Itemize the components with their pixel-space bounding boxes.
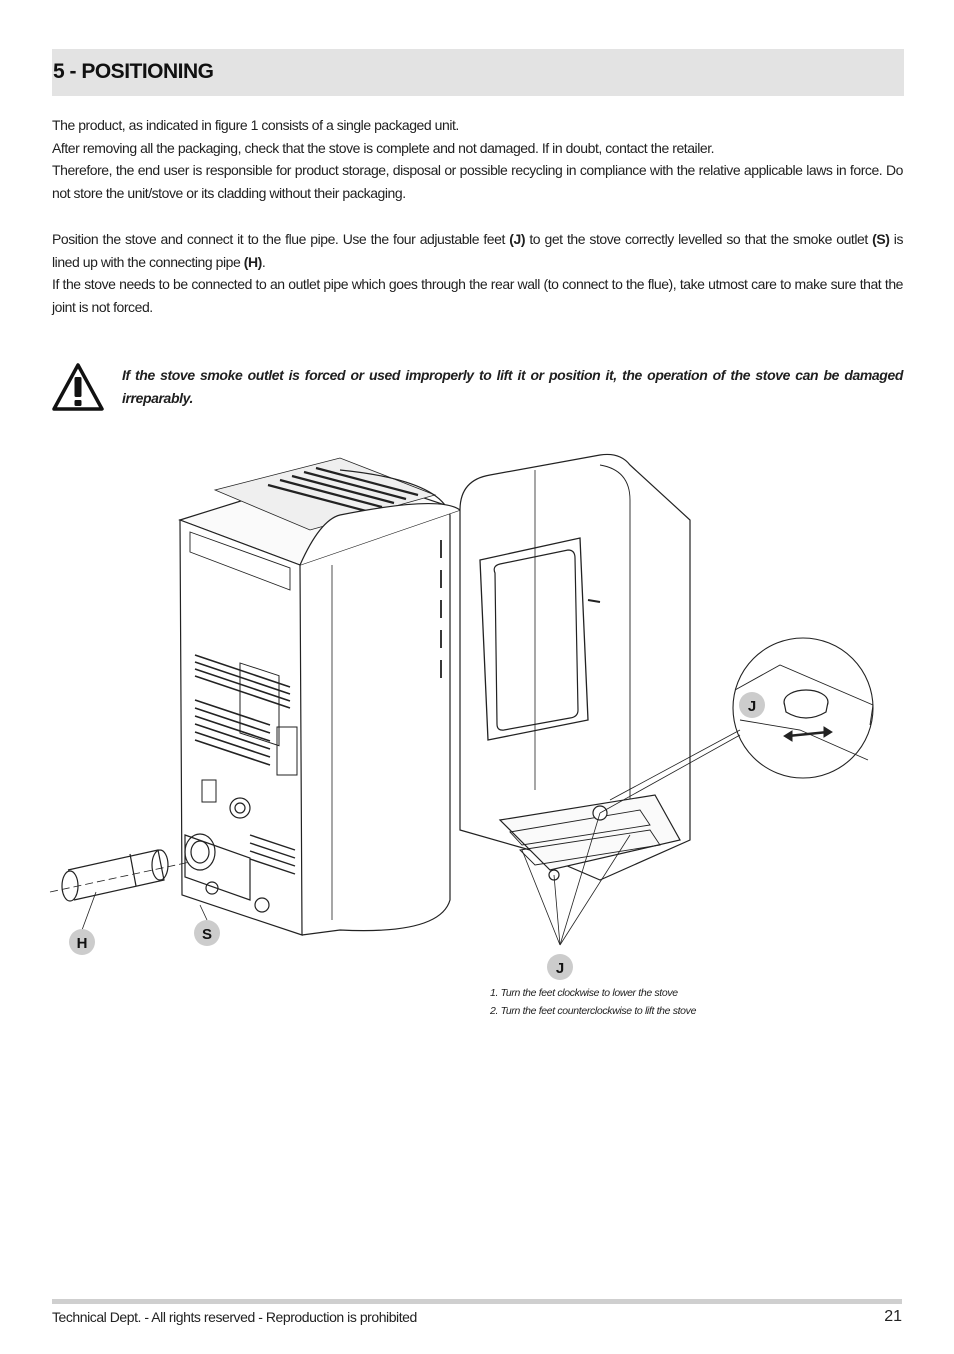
text-run: . xyxy=(261,253,266,270)
figure-notes: 1. Turn the feet clockwise to lower the … xyxy=(490,985,696,1020)
front-view-stove xyxy=(459,453,691,881)
foot-detail-callout xyxy=(599,637,874,814)
footer-text: Technical Dept. - All rights reserved - … xyxy=(52,1309,417,1325)
footer-divider xyxy=(52,1299,902,1304)
positioning-text: Position the stove and connect it to the… xyxy=(52,228,903,318)
warning-text: If the stove smoke outlet is forced or u… xyxy=(122,367,903,406)
rear-view-stove xyxy=(178,457,462,936)
page-number: 21 xyxy=(884,1308,902,1325)
text-run: to get the stove correctly levelled so t… xyxy=(525,231,873,247)
intro-paragraph: After removing all the packaging, check … xyxy=(52,139,715,156)
warning-icon xyxy=(52,363,104,411)
label-j-bottom: J xyxy=(547,954,573,980)
ref-s: (S) xyxy=(872,231,890,247)
label-h-text: H xyxy=(77,935,88,952)
section-header: 5 - POSITIONING xyxy=(52,49,904,96)
label-j-detail-text: J xyxy=(748,698,756,715)
positioning-paragraph: Position the stove and connect it to the… xyxy=(52,228,903,273)
label-h: H xyxy=(69,929,95,955)
figure-note: 2. Turn the feet counterclockwise to lif… xyxy=(490,1004,697,1017)
feet-leader-lines xyxy=(521,812,631,946)
ref-h: (H) xyxy=(243,253,263,270)
label-j-bottom-text: J xyxy=(556,960,564,977)
stove-figure: H S J J xyxy=(49,453,874,980)
figure-note: 1. Turn the feet clockwise to lower the … xyxy=(490,987,678,999)
flue-pipe xyxy=(49,849,191,931)
intro-paragraph: Therefore, the end user is responsible f… xyxy=(52,162,903,201)
label-s-text: S xyxy=(202,926,212,943)
text-run: Position the stove and connect it to the… xyxy=(52,231,510,247)
positioning-paragraph: If the stove needs to be connected to an… xyxy=(52,276,903,315)
text-run: is lined up with the connecting pipe xyxy=(52,231,904,270)
intro-paragraph: The product, as indicated in figure 1 co… xyxy=(52,117,459,133)
label-j-detail: J xyxy=(739,692,765,718)
ref-j: (J) xyxy=(509,231,526,247)
label-s: S xyxy=(194,920,220,946)
section-title: 5 - POSITIONING xyxy=(53,60,214,83)
intro-text: The product, as indicated in figure 1 co… xyxy=(52,114,903,204)
